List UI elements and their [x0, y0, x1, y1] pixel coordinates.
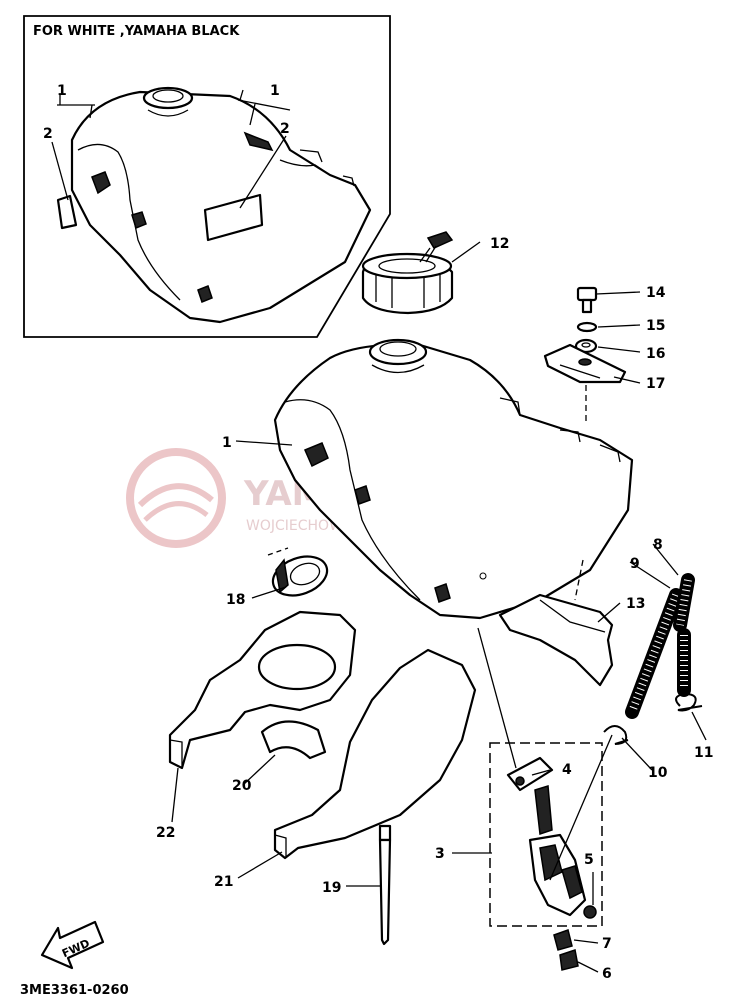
petcock-body [528, 785, 597, 919]
callout-5: 5 [584, 852, 594, 868]
callout-15: 15 [646, 318, 665, 334]
fwd-arrow-icon: FWD [40, 920, 105, 970]
bolt-14 [576, 286, 598, 314]
pad-21 [273, 648, 477, 860]
cable-tie-19 [378, 824, 392, 946]
fuel-cap [361, 231, 454, 315]
clip-10 [549, 725, 629, 881]
callout-9: 9 [630, 556, 640, 572]
callout-16: 16 [646, 346, 665, 362]
callout-8: 8 [653, 537, 663, 553]
callout-12: 12 [490, 236, 509, 252]
callout-22: 22 [156, 825, 175, 841]
inset-callout-2b: 2 [280, 121, 290, 137]
damper-13 [498, 593, 614, 687]
inset-leaders [51, 89, 291, 209]
callout-19: 19 [322, 880, 341, 896]
callout-6: 6 [602, 966, 612, 982]
fuel-tank [273, 338, 634, 620]
callout-10: 10 [648, 765, 668, 781]
leader-lines [171, 241, 707, 973]
inset-panel: FOR WHITE ,YAMAHA BLACK [23, 15, 391, 338]
callout-20: 20 [232, 778, 252, 794]
inset-callout-1b: 1 [270, 83, 280, 99]
fuel-hose-9 [625, 573, 695, 719]
pad-20 [260, 720, 327, 760]
callout-3: 3 [435, 846, 445, 862]
petcock-3 [489, 742, 603, 971]
bracket-17 [543, 343, 627, 384]
drain-bolt-6 [559, 949, 579, 971]
inset-callout-2a: 2 [43, 126, 53, 142]
grommet-18 [267, 547, 329, 597]
callout-4: 4 [562, 762, 572, 778]
gasket-4 [506, 756, 554, 792]
inset-fuel-tank [56, 86, 372, 324]
callout-11: 11 [694, 745, 713, 761]
pad-22 [168, 610, 357, 770]
inset-title: FOR WHITE ,YAMAHA BLACK [33, 24, 240, 39]
callout-14: 14 [646, 285, 666, 301]
drain-screw-7 [553, 929, 573, 951]
washer-15 [576, 321, 598, 333]
inset-callout-1a: 1 [57, 83, 67, 99]
callout-1: 1 [222, 435, 232, 451]
clip-11 [675, 692, 703, 712]
callout-17: 17 [646, 376, 665, 392]
callout-18: 18 [226, 592, 245, 608]
callout-7: 7 [602, 936, 612, 952]
callout-13: 13 [626, 596, 645, 612]
callout-21: 21 [214, 874, 233, 890]
diagram-code: 3ME3361-0260 [20, 983, 129, 998]
watermark-logo [126, 448, 226, 548]
